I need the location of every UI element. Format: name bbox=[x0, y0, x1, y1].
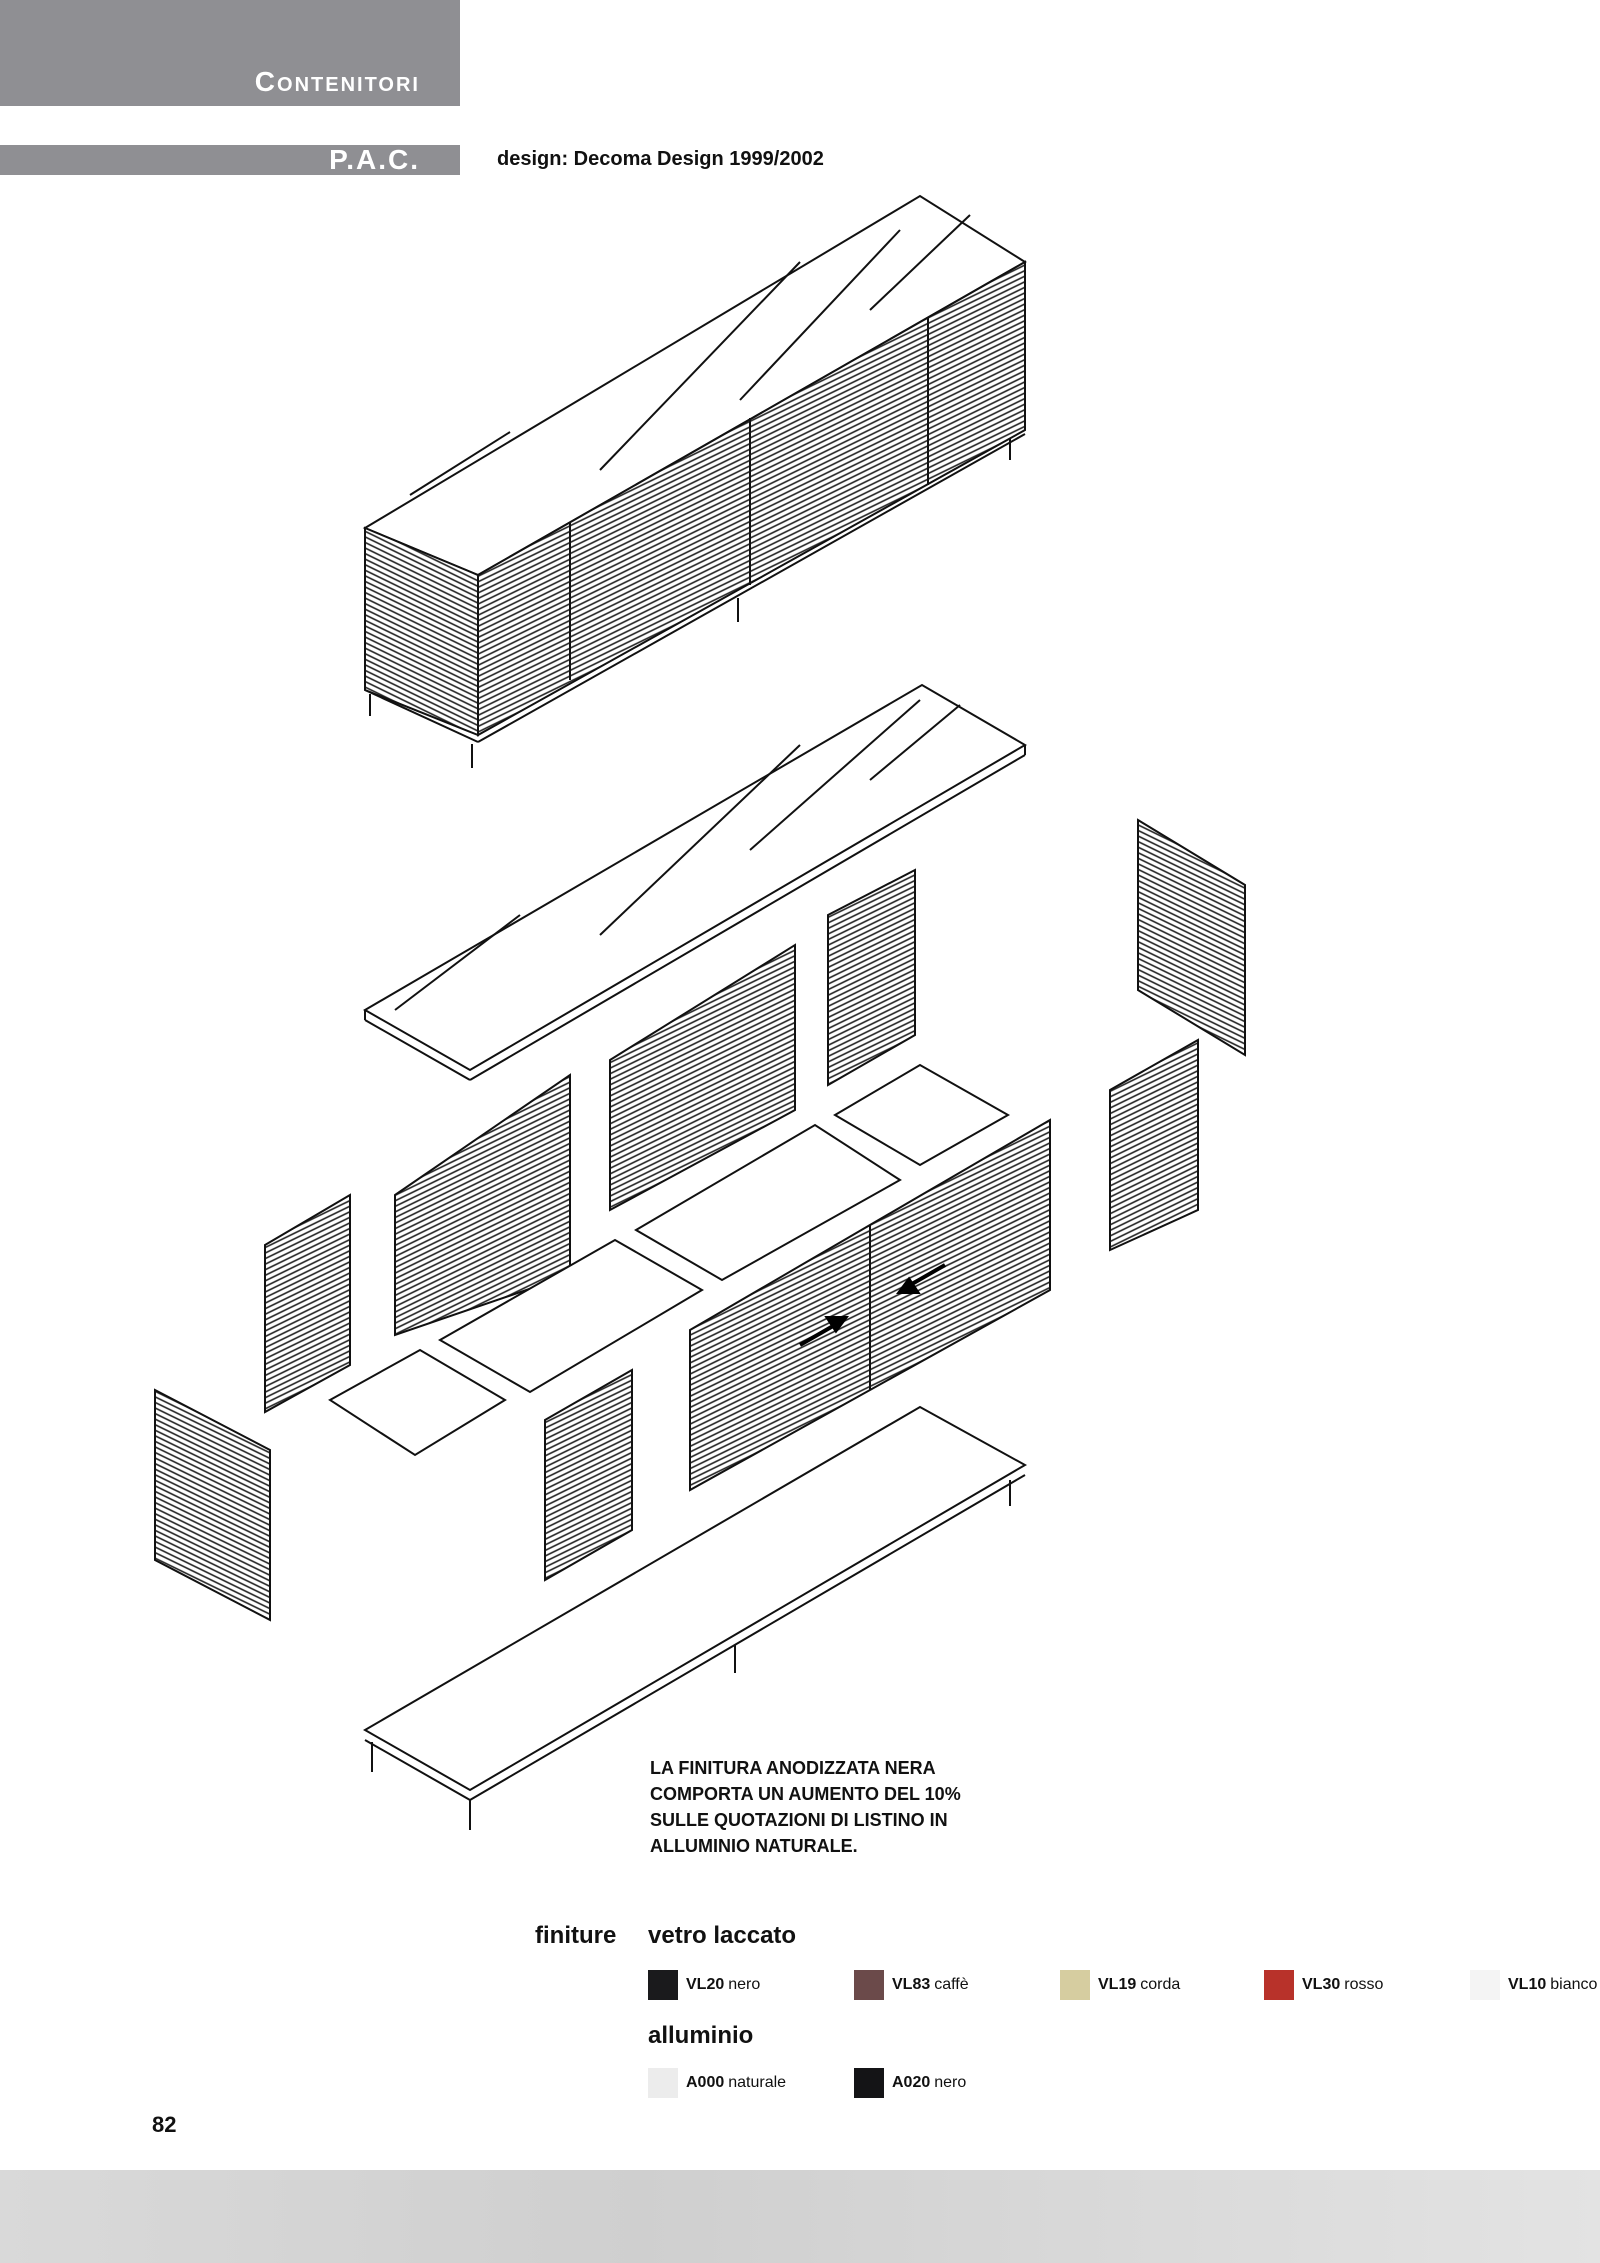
note-line: COMPORTA UN AUMENTO DEL 10% bbox=[650, 1784, 961, 1804]
swatch-vl20: VL20 nero bbox=[648, 1970, 760, 2000]
design-credit: design: Decoma Design 1999/2002 bbox=[497, 148, 824, 170]
aluminium-group-title: alluminio bbox=[648, 2022, 754, 2049]
color-swatch bbox=[1470, 1970, 1500, 2000]
assembled-cabinet bbox=[362, 194, 1027, 768]
shelf-left bbox=[328, 1348, 507, 1457]
back-panel-center bbox=[609, 943, 796, 1212]
small-door-panel bbox=[544, 1368, 633, 1582]
swatch-code: VL19 bbox=[1098, 1976, 1137, 1993]
swatch-vl83: VL83 caffè bbox=[854, 1970, 969, 2000]
exploded-base bbox=[362, 1405, 1028, 1830]
shelf-center-right bbox=[634, 1123, 902, 1282]
right-door-panel bbox=[1109, 1038, 1199, 1252]
right-end-panel bbox=[1137, 818, 1246, 1057]
color-swatch bbox=[854, 1970, 884, 2000]
swatch-vl19: VL19 corda bbox=[1060, 1970, 1180, 2000]
swatch-a000: A000 naturale bbox=[648, 2068, 786, 2098]
color-swatch bbox=[854, 2068, 884, 2098]
color-swatch bbox=[648, 1970, 678, 2000]
swatch-code: A020 bbox=[892, 2074, 931, 2091]
swatch-a020: A020 nero bbox=[854, 2068, 966, 2098]
swatch-name: corda bbox=[1140, 1976, 1181, 1993]
back-panel-right bbox=[827, 868, 916, 1087]
color-swatch bbox=[1264, 1970, 1294, 2000]
swatch-code: A000 bbox=[686, 2074, 725, 2091]
product-title: P.A.C. bbox=[329, 144, 420, 175]
finishes-label: finiture bbox=[535, 1922, 617, 1949]
swatch-name: naturale bbox=[728, 2074, 787, 2091]
swatch-code: VL30 bbox=[1302, 1976, 1341, 1993]
left-end-panel bbox=[264, 1193, 351, 1414]
page-number: 82 bbox=[152, 2112, 177, 2137]
swatch-name: nero bbox=[728, 1976, 761, 1993]
scan-edge bbox=[0, 2170, 1600, 2263]
swatch-name: caffè bbox=[934, 1976, 969, 1993]
swatch-code: VL20 bbox=[686, 1976, 725, 1993]
color-swatch bbox=[1060, 1970, 1090, 2000]
finish-note: LA FINITURA ANODIZZATA NERA COMPORTA UN … bbox=[650, 1755, 990, 1859]
swatch-name: rosso bbox=[1344, 1976, 1384, 1993]
glass-group-title: vetro laccato bbox=[648, 1922, 797, 1949]
color-swatch bbox=[648, 2068, 678, 2098]
product-band: P.A.C. bbox=[0, 145, 460, 175]
swatch-name: bianco bbox=[1550, 1976, 1598, 1993]
swatch-vl30: VL30 rosso bbox=[1264, 1970, 1383, 2000]
note-line: LA FINITURA ANODIZZATA NERA bbox=[650, 1758, 936, 1778]
exploded-top-panel bbox=[363, 683, 1027, 1081]
swatch-code: VL10 bbox=[1508, 1976, 1547, 1993]
swatch-code: VL83 bbox=[892, 1976, 931, 1993]
swatch-vl10: VL10 bianco bbox=[1470, 1970, 1597, 2000]
swatch-name: nero bbox=[934, 2074, 967, 2091]
section-band: Contenitori bbox=[0, 0, 460, 106]
left-side-panel bbox=[154, 1388, 271, 1622]
shelf-center-left bbox=[437, 1238, 704, 1394]
section-title: Contenitori bbox=[254, 66, 420, 97]
shelf-right bbox=[833, 1063, 1011, 1167]
note-line: SULLE QUOTAZIONI DI LISTINO IN bbox=[650, 1810, 948, 1830]
note-line: ALLUMINIO NATURALE. bbox=[650, 1836, 858, 1856]
